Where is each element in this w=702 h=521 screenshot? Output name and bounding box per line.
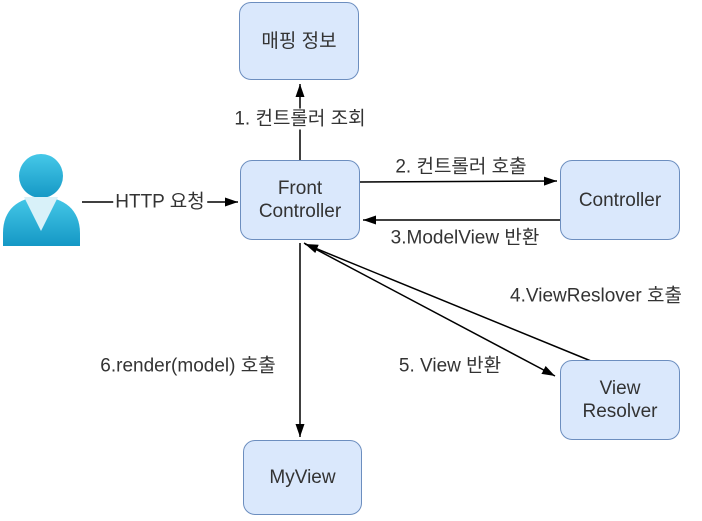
person-head: [19, 154, 63, 198]
edge-label-step3: 3.ModelView 반환: [390, 227, 540, 249]
node-mapping-info: 매핑 정보: [239, 2, 359, 80]
edge-label-step6: 6.render(model) 호출: [100, 355, 276, 377]
node-controller: Controller: [560, 160, 680, 240]
arrow-step4-viewresolver-call: [303, 242, 556, 377]
node-myview-label: MyView: [269, 467, 336, 488]
node-mapping-info-label: 매핑 정보: [261, 30, 337, 52]
edge-label-http-request: HTTP 요청: [113, 191, 207, 213]
node-front-controller: Front Controller: [240, 160, 360, 240]
edge-label-step5: 5. View 반환: [398, 355, 502, 377]
node-myview: MyView: [243, 440, 362, 515]
arrow-step5-view-return: [304, 243, 592, 362]
node-view-resolver-label: View Resolver: [582, 378, 658, 422]
node-view-resolver: View Resolver: [560, 360, 680, 440]
node-controller-label: Controller: [578, 189, 662, 211]
person-collar: [24, 197, 58, 231]
user-person-icon: [3, 154, 80, 246]
node-front-controller-label: Front Controller: [258, 178, 342, 222]
edge-label-step1: 1. 컨트롤러 조회: [232, 108, 368, 130]
edge-label-step2: 2. 컨트롤러 호출: [395, 156, 527, 178]
edge-label-step4: 4.ViewReslover 호출: [510, 285, 682, 307]
arrow-step2-controller-call: [359, 176, 558, 186]
